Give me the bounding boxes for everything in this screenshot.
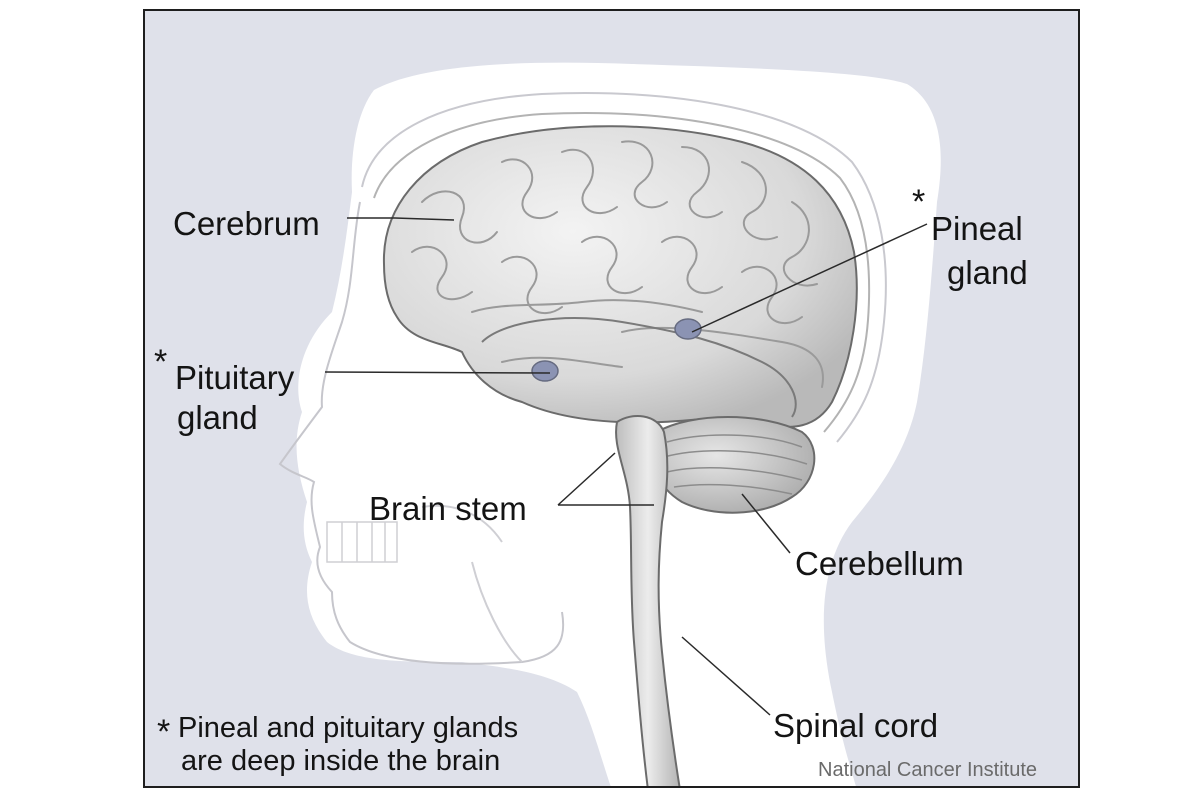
label-pineal-line2: gland bbox=[947, 254, 1028, 291]
pineal-gland-shape bbox=[674, 318, 702, 340]
label-cerebellum: Cerebellum bbox=[795, 545, 964, 582]
credit-text: National Cancer Institute bbox=[818, 759, 1038, 781]
pituitary-gland-shape bbox=[531, 360, 559, 382]
skull-inner bbox=[373, 112, 871, 433]
label-pineal-line1: Pineal bbox=[931, 210, 1023, 247]
label-brain-stem: Brain stem bbox=[369, 490, 527, 527]
brain-stem-leader bbox=[557, 452, 654, 506]
teeth bbox=[326, 521, 398, 563]
cerebellum-shape bbox=[650, 416, 816, 514]
cerebellum-leader bbox=[741, 493, 791, 554]
brain-illustration bbox=[145, 11, 1078, 786]
footnote-line1: Pineal and pituitary glands bbox=[178, 712, 519, 744]
leader-lines bbox=[324, 217, 928, 716]
label-cerebrum: Cerebrum bbox=[173, 205, 320, 242]
brain-stem-shape bbox=[615, 415, 681, 786]
spinal-cord-leader bbox=[681, 636, 771, 716]
face-profile bbox=[278, 201, 565, 665]
cerebrum-leader bbox=[347, 217, 455, 221]
gyri bbox=[411, 140, 824, 388]
pineal-leader bbox=[691, 223, 928, 333]
label-spinal-cord: Spinal cord bbox=[773, 707, 939, 744]
diagram-frame: Cerebrum * Pineal gland * Pituitary glan… bbox=[143, 9, 1080, 788]
cerebellum-folia bbox=[663, 434, 808, 495]
footnote-asterisk: * bbox=[157, 713, 171, 751]
label-pituitary-line2: gland bbox=[177, 399, 258, 436]
footnote-line2: are deep inside the brain bbox=[181, 745, 501, 777]
pituitary-leader bbox=[324, 371, 551, 374]
label-pituitary-line1: Pituitary bbox=[175, 359, 295, 396]
pineal-asterisk: * bbox=[912, 183, 926, 221]
pituitary-asterisk: * bbox=[154, 343, 168, 381]
skull-outline bbox=[361, 92, 887, 443]
jaw-line bbox=[421, 504, 523, 663]
